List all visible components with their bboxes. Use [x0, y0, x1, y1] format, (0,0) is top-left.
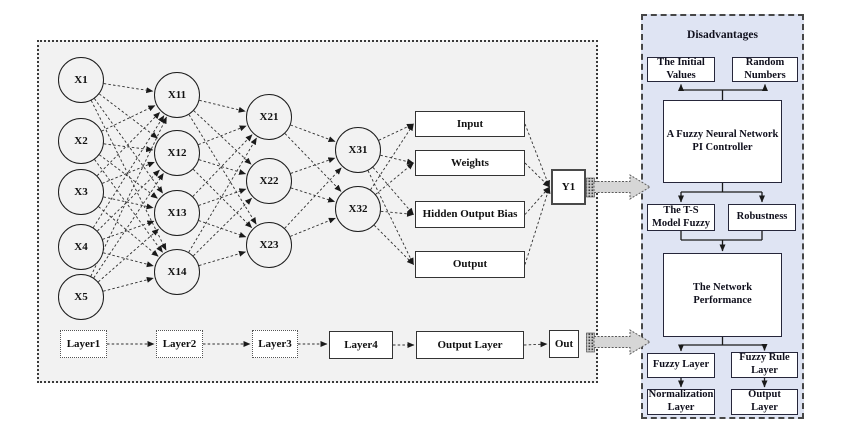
panel-box-output-layer: Output Layer [731, 389, 798, 415]
flow-box-out: Out [549, 330, 579, 358]
hidden2-node-x23: X23 [246, 222, 292, 268]
hidden2-node-x21: X21 [246, 94, 292, 140]
input-node-x4: X4 [58, 224, 104, 270]
hidden2-node-x22: X22 [246, 158, 292, 204]
flow-box-layer2: Layer2 [156, 330, 203, 358]
hidden3-node-x31: X31 [335, 127, 381, 173]
component-box-weights: Weights [415, 150, 525, 176]
hidden1-node-x12: X12 [154, 130, 200, 176]
flow-box-layer3: Layer3 [252, 330, 298, 358]
hidden1-node-x13: X13 [154, 190, 200, 236]
panel-box-fuzzy-rule-layer: Fuzzy Rule Layer [731, 352, 798, 378]
component-box-hidden-output-bias: Hidden Output Bias [415, 201, 525, 228]
panel-box-robustness: Robustness [728, 204, 796, 231]
panel-box-ts-model: The T-S Model Fuzzy [647, 204, 715, 231]
panel-box-normalization-layer: Normalization Layer [647, 389, 715, 415]
input-node-x5: X5 [58, 274, 104, 320]
flow-box-layer4: Layer4 [329, 331, 393, 359]
panel-box-random-numbers: Random Numbers [732, 57, 798, 82]
hidden1-node-x14: X14 [154, 249, 200, 295]
hidden3-node-x32: X32 [335, 186, 381, 232]
hidden1-node-x11: X11 [154, 72, 200, 118]
input-node-x3: X3 [58, 169, 104, 215]
panel-title: Disadvantages [687, 29, 758, 41]
panel-box-network-performance: The Network Performance [663, 253, 782, 337]
output-node-y1: Y1 [551, 169, 586, 205]
panel-box-fuzzy-layer: Fuzzy Layer [647, 353, 715, 378]
component-box-input: Input [415, 111, 525, 137]
input-node-x1: X1 [58, 57, 104, 103]
component-box-output: Output [415, 251, 525, 278]
panel-box-controller: A Fuzzy Neural Network PI Controller [663, 100, 782, 183]
flow-box-layer1: Layer1 [60, 330, 107, 358]
flow-box-output-layer: Output Layer [416, 331, 524, 359]
input-node-x2: X2 [58, 118, 104, 164]
panel-box-initial-values: The Initial Values [647, 57, 715, 82]
